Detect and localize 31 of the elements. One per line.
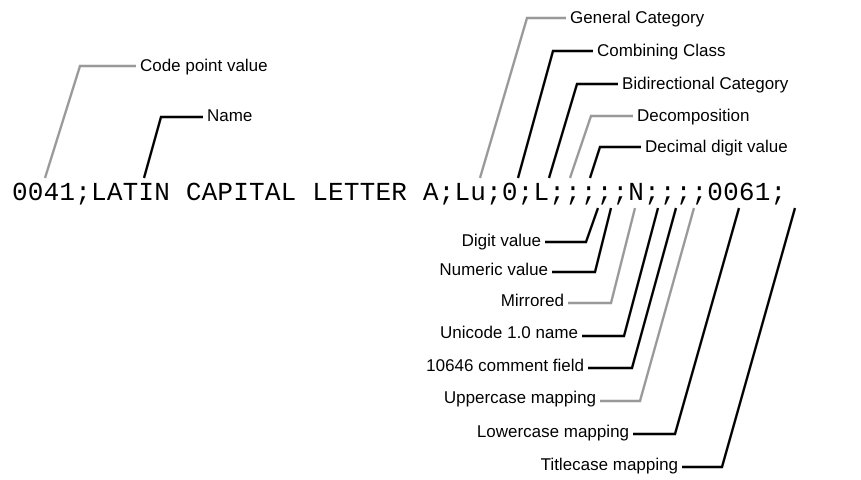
field-label: Decimal digit value [645, 136, 788, 158]
leader-line [545, 208, 600, 244]
field-label: Titlecase mapping [540, 454, 678, 476]
leader-line [548, 82, 618, 178]
data-record: 0041;LATIN CAPITAL LETTER A;Lu;0;L;;;;;N;;;;0061; [12, 178, 786, 208]
field-label: Combining Class [597, 40, 726, 62]
leader-line [568, 114, 633, 178]
leader-line [582, 208, 660, 338]
field-label: 10646 comment field [426, 355, 584, 377]
leader-line [478, 16, 566, 178]
leader-line [516, 50, 593, 178]
leader-line [588, 208, 678, 370]
leader-line [633, 208, 740, 436]
leader-line [568, 208, 636, 304]
field-label: Code point value [140, 55, 268, 77]
field-label: Bidirectional Category [622, 73, 788, 95]
field-label: Uppercase mapping [444, 387, 596, 409]
leader-line [552, 208, 612, 274]
field-label: Digit value [462, 230, 541, 252]
leader-line [682, 208, 796, 468]
leader-line [588, 146, 641, 178]
leader-line [44, 64, 136, 178]
field-label: Decomposition [637, 105, 750, 127]
field-label: Lowercase mapping [476, 421, 629, 443]
field-label: Numeric value [439, 259, 548, 281]
field-label: Mirrored [500, 290, 564, 312]
leader-line [142, 116, 203, 178]
field-label: Name [207, 105, 252, 127]
leader-line [600, 208, 696, 402]
field-label: Unicode 1.0 name [440, 322, 578, 344]
field-label: General Category [570, 7, 704, 29]
